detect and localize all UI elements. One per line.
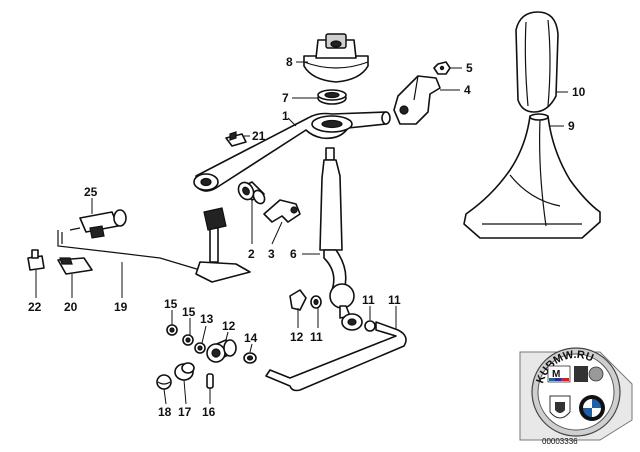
label-10: 10 bbox=[572, 85, 586, 99]
part-24-plug bbox=[27, 249, 45, 271]
part-3-bracket-clip bbox=[263, 199, 301, 223]
label-13: 12 bbox=[290, 330, 304, 344]
part-21-cable bbox=[57, 207, 251, 283]
leader-lines bbox=[35, 61, 568, 405]
part-11-selector-rod bbox=[265, 313, 407, 392]
part-14-sleeve bbox=[206, 339, 237, 363]
part-20-cap bbox=[156, 374, 172, 390]
label-6: 6 bbox=[290, 247, 297, 261]
part-9-shift-boot bbox=[463, 113, 601, 239]
part-4-bracket bbox=[393, 75, 441, 125]
label-11: 11 bbox=[388, 293, 401, 307]
part-22-connector bbox=[57, 257, 93, 275]
label-2: 2 bbox=[248, 247, 255, 261]
label-21: 19 bbox=[114, 300, 128, 314]
part-13-clip bbox=[289, 289, 307, 311]
label-8: 8 bbox=[286, 55, 293, 69]
label-16: 15 bbox=[182, 305, 196, 319]
diagram-code: 00003336 bbox=[542, 437, 578, 446]
label-1: 1 bbox=[282, 109, 289, 123]
label-14: 12 bbox=[222, 319, 236, 333]
part-8-rubber-mount bbox=[303, 33, 369, 83]
label-5: 5 bbox=[466, 61, 473, 75]
label-23: 21 bbox=[252, 129, 266, 143]
part-12-washer bbox=[310, 295, 322, 309]
part-1-shift-arm bbox=[193, 111, 391, 192]
part-6-shift-rod bbox=[319, 147, 355, 319]
label-19: 17 bbox=[178, 405, 192, 419]
part-16-washer bbox=[182, 334, 194, 346]
label-4: 4 bbox=[464, 83, 471, 97]
part-18-pin bbox=[206, 373, 214, 389]
part-23-clip bbox=[225, 131, 247, 147]
label-15-left: 13 bbox=[200, 312, 214, 326]
part-10-gear-knob bbox=[515, 11, 559, 113]
m-logo-icon: M bbox=[552, 369, 560, 380]
label-3: 3 bbox=[268, 247, 275, 261]
label-12-right: 11 bbox=[362, 293, 375, 307]
part-labels: 8 7 1 5 4 10 9 21 25 2 3 6 22 20 19 15 1… bbox=[28, 55, 586, 419]
part-5-nut bbox=[433, 61, 451, 75]
part-2-bushing bbox=[237, 181, 266, 205]
label-9: 9 bbox=[568, 119, 575, 133]
part-7-bearing-ring bbox=[317, 89, 347, 105]
part-17-washer bbox=[166, 324, 178, 336]
label-18: 16 bbox=[202, 405, 216, 419]
label-15-right: 14 bbox=[244, 331, 258, 345]
part-15-washer-right bbox=[243, 352, 257, 364]
label-12-left: 11 bbox=[310, 330, 323, 344]
part-25-switch bbox=[69, 209, 127, 239]
label-25: 25 bbox=[84, 185, 98, 199]
kubmw-stamp-logo: KUBMW.RU M bbox=[519, 347, 633, 441]
part-15-washer-left bbox=[194, 342, 206, 354]
label-20: 18 bbox=[158, 405, 172, 419]
part-19-bushing bbox=[174, 362, 195, 381]
label-22: 20 bbox=[64, 300, 78, 314]
label-24: 22 bbox=[28, 300, 42, 314]
label-17: 15 bbox=[164, 297, 178, 311]
label-7: 7 bbox=[282, 91, 289, 105]
